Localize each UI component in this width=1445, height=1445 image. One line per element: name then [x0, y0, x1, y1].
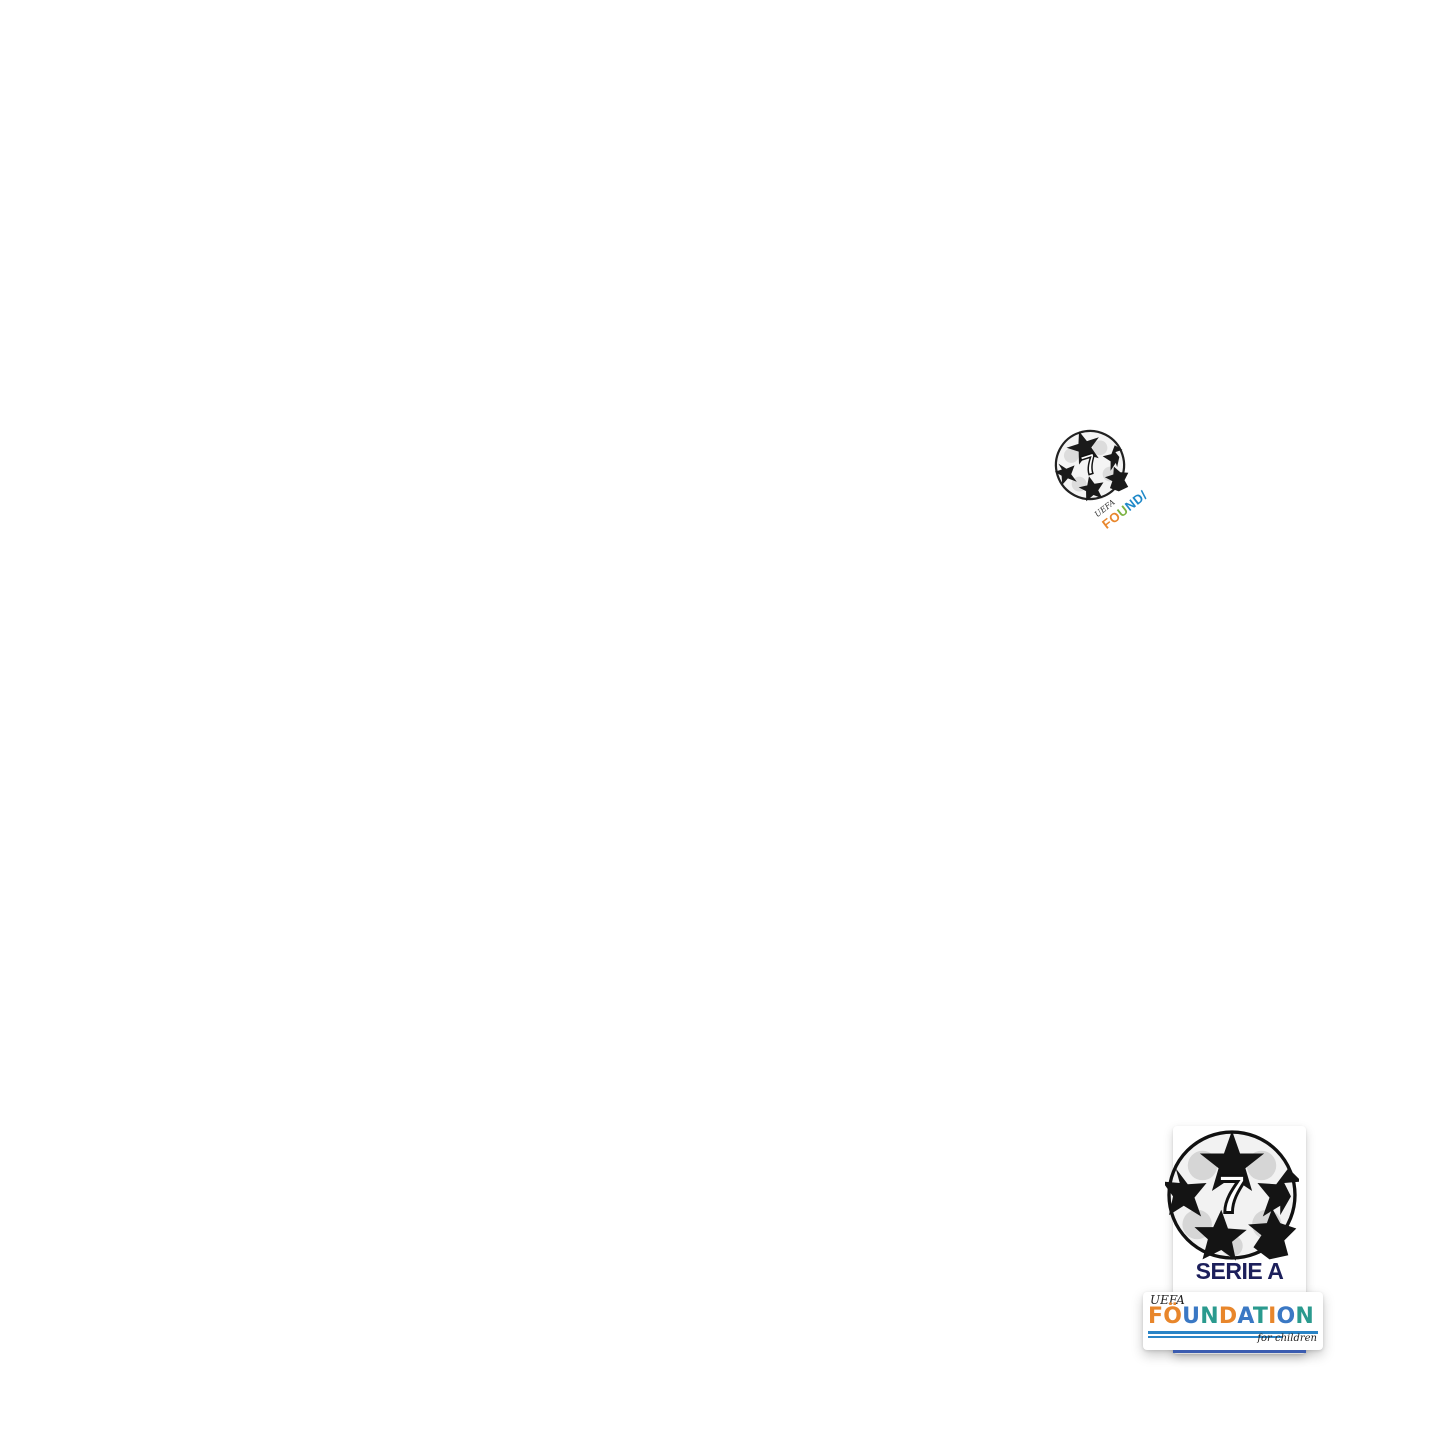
foundation-underline — [1148, 1331, 1318, 1334]
foundation-letter: I — [1268, 1304, 1277, 1329]
uefa-foundation-badge: UEFA FÖUNDATION for children — [1143, 1292, 1323, 1350]
foundation-letter: Ö — [1163, 1304, 1183, 1329]
foundation-letter: N — [1295, 1304, 1314, 1329]
foundation-letter: T — [1252, 1304, 1269, 1329]
uefa-text: UEFA — [1150, 1293, 1185, 1307]
starball-icon: 7 — [1165, 1130, 1299, 1261]
foundation-letter: F — [1148, 1304, 1164, 1329]
foundation-letter: U — [1182, 1304, 1201, 1329]
patch-bottom-line — [1173, 1350, 1306, 1353]
ball-number: 7 — [1217, 1164, 1247, 1224]
foundation-letter: N — [1200, 1304, 1219, 1329]
foundation-text: FÖUNDATION — [1148, 1304, 1314, 1329]
foundation-letter: A — [1237, 1304, 1253, 1329]
foundation-underline-secondary — [1148, 1336, 1283, 1338]
for-children-text: for children — [1257, 1333, 1317, 1344]
starball-icon: 7 — [1054, 429, 1129, 502]
serie-a-title: SERIE A — [1195, 1258, 1284, 1284]
small-logo-group: 7 UEFA FOUND/ — [1045, 420, 1165, 570]
serie-a-patch: 7 SERIE A UEFA FÖUNDATION for children — [1140, 1122, 1330, 1362]
foundation-letter: O — [1276, 1304, 1296, 1329]
foundation-letter: D — [1218, 1304, 1238, 1329]
